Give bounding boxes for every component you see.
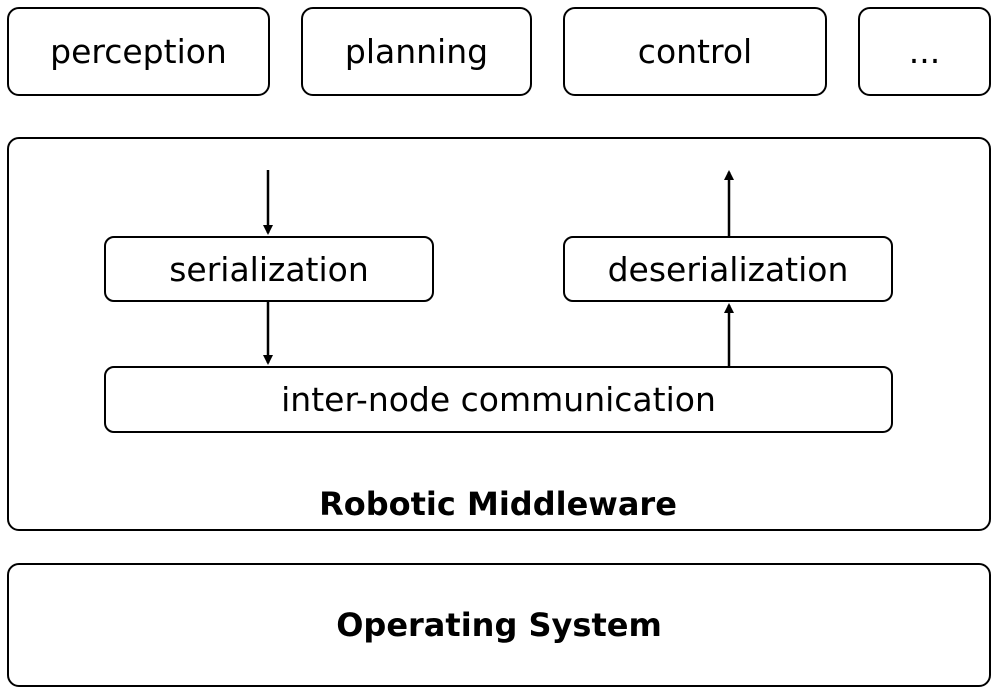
communication-label: inter-node communication (281, 380, 716, 419)
module-perception: perception (7, 7, 270, 96)
middleware-title: Robotic Middleware (319, 485, 677, 523)
module-control-label: control (637, 32, 753, 71)
deserialization-label: deserialization (607, 249, 849, 289)
module-control: control (563, 7, 827, 96)
module-perception-label: perception (50, 32, 227, 71)
operating-system-box: Operating System (7, 563, 991, 687)
communication-box: inter-node communication (104, 366, 893, 433)
serialization-label: serialization (169, 249, 369, 289)
module-more: ... (858, 7, 991, 96)
module-planning-label: planning (344, 32, 489, 71)
module-planning: planning (301, 7, 532, 96)
operating-system-label: Operating System (336, 606, 662, 644)
middleware-container (7, 137, 991, 531)
serialization-box: serialization (104, 236, 434, 302)
deserialization-box: deserialization (563, 236, 893, 302)
module-more-label: ... (908, 32, 941, 71)
